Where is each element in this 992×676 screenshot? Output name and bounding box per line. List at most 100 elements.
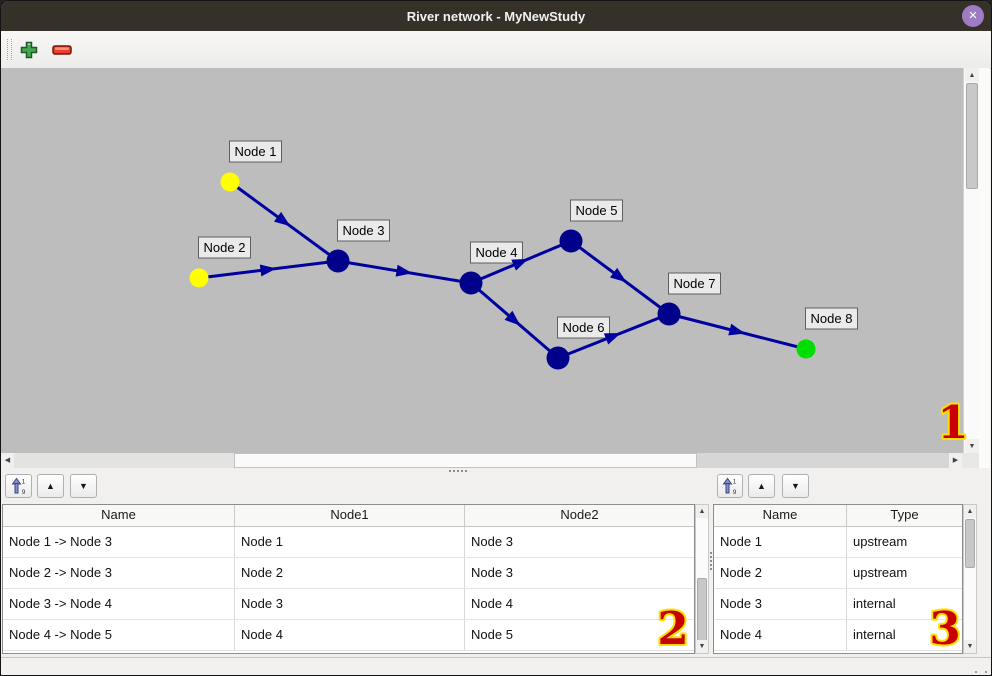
add-icon [20, 41, 38, 59]
resize-grip-icon[interactable] [975, 671, 977, 673]
edge-arrow-icon [504, 310, 521, 326]
up-arrow-icon: ▲ [757, 480, 766, 491]
table-header-row: Name Type [714, 505, 962, 527]
links-table-scrollbar[interactable]: ▲ ▼ [695, 504, 709, 654]
toolbar-drag-handle[interactable] [7, 39, 14, 60]
close-button[interactable]: ✕ [962, 5, 984, 27]
node-label: Node 8 [805, 307, 858, 330]
scroll-right-button[interactable]: ▶ [949, 453, 962, 468]
horizontal-splitter-handle[interactable] [449, 470, 451, 472]
table-cell[interactable]: Node 3 [235, 589, 465, 619]
remove-button[interactable] [49, 37, 75, 63]
column-header[interactable]: Name [714, 505, 847, 526]
network-node[interactable] [189, 268, 209, 288]
network-node[interactable] [459, 271, 483, 295]
table-cell[interactable]: internal [853, 627, 896, 642]
table-cell[interactable]: Node 1 [235, 527, 465, 557]
move-up-button[interactable]: ▲ [37, 474, 64, 498]
column-header[interactable]: Name [3, 505, 235, 526]
svg-text:9: 9 [733, 489, 737, 495]
column-header[interactable]: Node2 [560, 507, 599, 522]
table-cell[interactable]: upstream [853, 534, 908, 549]
table-cell[interactable]: Node 3 [471, 565, 513, 580]
canvas-vertical-scrollbar[interactable]: ▲ ▼ [963, 68, 979, 453]
column-header[interactable]: Type [890, 507, 919, 522]
table-cell[interactable]: Node 4 [235, 620, 465, 650]
scrollbar-trough[interactable] [14, 453, 234, 468]
network-node[interactable] [326, 249, 350, 273]
network-node[interactable] [220, 172, 240, 192]
edge-arrow-icon [603, 333, 621, 345]
table-row[interactable]: Node 3 internal [714, 589, 962, 620]
up-arrow-icon: ▲ [46, 480, 55, 491]
add-button[interactable] [16, 37, 42, 63]
table-cell[interactable]: Node 3 [471, 534, 513, 549]
scroll-up-button[interactable]: ▲ [964, 505, 976, 518]
table-cell[interactable]: upstream [853, 565, 908, 580]
scrollbar-thumb[interactable] [965, 519, 975, 568]
table-cell[interactable]: Node 1 -> Node 3 [3, 527, 235, 557]
nodes-table-scrollbar[interactable]: ▲ ▼ [963, 504, 977, 654]
node-label: Node 4 [470, 241, 523, 264]
column-header[interactable]: Node1 [235, 505, 465, 526]
table-row[interactable]: Node 1 upstream [714, 527, 962, 558]
sort-ascending-icon: 1 9 [11, 477, 25, 495]
edge-arrow-icon [395, 264, 413, 277]
network-node[interactable] [657, 302, 681, 326]
scroll-down-button[interactable]: ▼ [696, 640, 708, 653]
node-label: Node 6 [557, 316, 610, 339]
table-cell[interactable]: Node 4 [471, 596, 513, 611]
table-cell[interactable]: Node 4 -> Node 5 [3, 620, 235, 650]
sort-ascending-button[interactable]: 1 9 [717, 474, 743, 498]
left-arrow-icon: ◀ [4, 457, 11, 464]
move-down-button[interactable]: ▼ [70, 474, 97, 498]
table-cell[interactable]: Node 4 [714, 620, 847, 650]
move-down-button[interactable]: ▼ [782, 474, 809, 498]
scroll-down-button[interactable]: ▼ [964, 640, 976, 653]
canvas-horizontal-scrollbar[interactable]: ◀ ▶ [1, 453, 962, 468]
table-cell[interactable]: Node 2 [714, 558, 847, 588]
table-row[interactable]: Node 2 upstream [714, 558, 962, 589]
move-up-button[interactable]: ▲ [748, 474, 775, 498]
edge-arrow-icon [610, 267, 627, 283]
table-cell[interactable]: Node 2 -> Node 3 [3, 558, 235, 588]
scroll-up-button[interactable]: ▲ [696, 505, 708, 518]
sort-ascending-icon: 1 9 [722, 477, 737, 495]
scrollbar-thumb[interactable] [966, 83, 978, 189]
titlebar[interactable]: River network - MyNewStudy ✕ [1, 1, 991, 31]
svg-text:1: 1 [733, 479, 737, 486]
network-node[interactable] [559, 229, 583, 253]
network-node[interactable] [546, 346, 570, 370]
svg-text:Node 7: Node 7 [674, 276, 716, 291]
table-cell[interactable]: Node 2 [235, 558, 465, 588]
table-cell[interactable]: internal [853, 596, 896, 611]
table-cell[interactable]: Node 1 [714, 527, 847, 557]
scroll-down-button[interactable]: ▼ [965, 439, 979, 453]
scrollbar-thumb[interactable] [697, 578, 707, 642]
svg-text:1: 1 [21, 479, 25, 486]
edge-arrow-icon [728, 323, 746, 336]
table-cell[interactable]: Node 3 [714, 589, 847, 619]
node-label: Node 2 [198, 236, 251, 259]
scrollbar-thumb[interactable] [234, 453, 697, 468]
edge-arrow-icon [259, 264, 277, 277]
sort-ascending-button[interactable]: 1 9 [5, 474, 32, 498]
scroll-up-button[interactable]: ▲ [965, 68, 979, 82]
svg-text:Node 8: Node 8 [811, 311, 853, 326]
scroll-left-button[interactable]: ◀ [1, 453, 14, 468]
table-cell[interactable]: Node 3 -> Node 4 [3, 589, 235, 619]
network-node[interactable] [796, 339, 816, 359]
down-arrow-icon: ▼ [698, 643, 706, 650]
status-bar [1, 657, 991, 675]
table-cell[interactable]: Node 5 [471, 627, 513, 642]
table-row[interactable]: Node 4 internal [714, 620, 962, 651]
vertical-splitter-handle[interactable] [710, 552, 712, 554]
